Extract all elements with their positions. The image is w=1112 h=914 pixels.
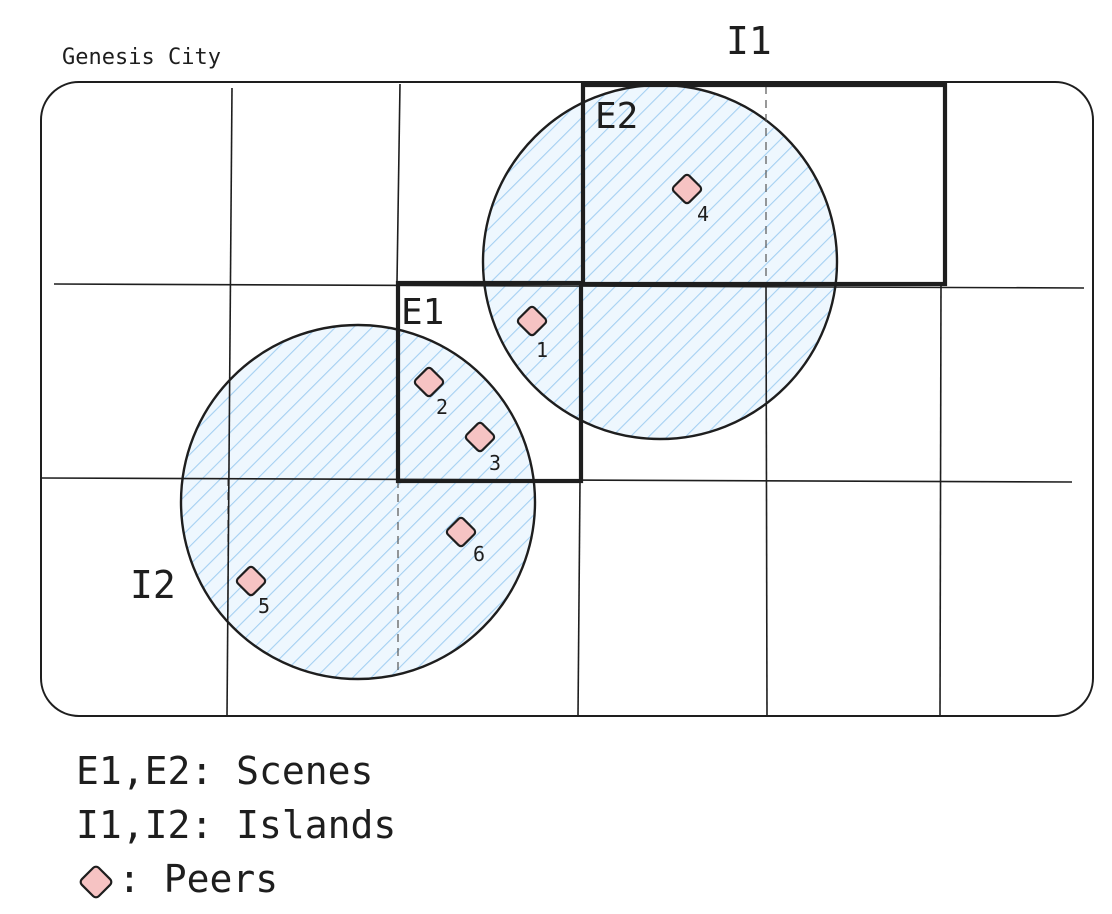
scene-e2-area — [580, 82, 948, 287]
peer-diamond-icon — [79, 865, 113, 898]
peer-diamond-icon — [235, 565, 267, 597]
scene-e1-area — [395, 280, 584, 484]
peer-3: 3 — [464, 421, 501, 475]
legend-islands: I1,I2: Islands — [76, 803, 397, 847]
peer-4: 4 — [671, 173, 709, 226]
peer-5: 5 — [235, 565, 270, 618]
peer-diamond-icon — [413, 366, 445, 398]
island-areas — [179, 83, 839, 681]
peer-label: 4 — [697, 202, 709, 226]
grid-line — [577, 481, 581, 717]
peers: 1 2 3 4 5 6 — [235, 173, 709, 618]
scene-areas — [395, 82, 948, 484]
peer-diamond-icon — [445, 516, 477, 548]
map-title: Genesis City — [62, 45, 221, 70]
island-label-i1: I1 — [726, 19, 772, 63]
grid-line — [765, 283, 768, 717]
legend-scenes: E1,E2: Scenes — [76, 749, 374, 793]
grid-line — [53, 283, 1085, 289]
legend-peers: : Peers — [76, 860, 278, 902]
grid-line — [396, 83, 401, 283]
grid-lines-dashed — [227, 86, 767, 676]
scene-label-e1: E1 — [401, 292, 444, 333]
peer-label: 5 — [258, 594, 270, 618]
peer-label: 3 — [489, 451, 501, 475]
peer-label: 1 — [536, 338, 548, 362]
map-boundary — [40, 81, 1094, 717]
legend-peers-text: : Peers — [118, 857, 279, 901]
island-i1-area — [481, 83, 839, 441]
peer-6: 6 — [445, 516, 485, 566]
peer-2: 2 — [413, 366, 448, 419]
peer-label: 2 — [436, 395, 448, 419]
island-i2-area — [179, 323, 537, 681]
peer-diamond-icon — [464, 421, 496, 453]
peer-label: 6 — [473, 542, 485, 566]
scene-label-e2: E2 — [595, 96, 638, 137]
island-label-i2: I2 — [130, 563, 176, 607]
peer-1: 1 — [516, 305, 548, 362]
grid-line — [939, 283, 942, 717]
grid-line — [226, 87, 233, 717]
peer-diamond-icon — [516, 305, 548, 337]
peer-diamond-icon — [671, 173, 703, 205]
